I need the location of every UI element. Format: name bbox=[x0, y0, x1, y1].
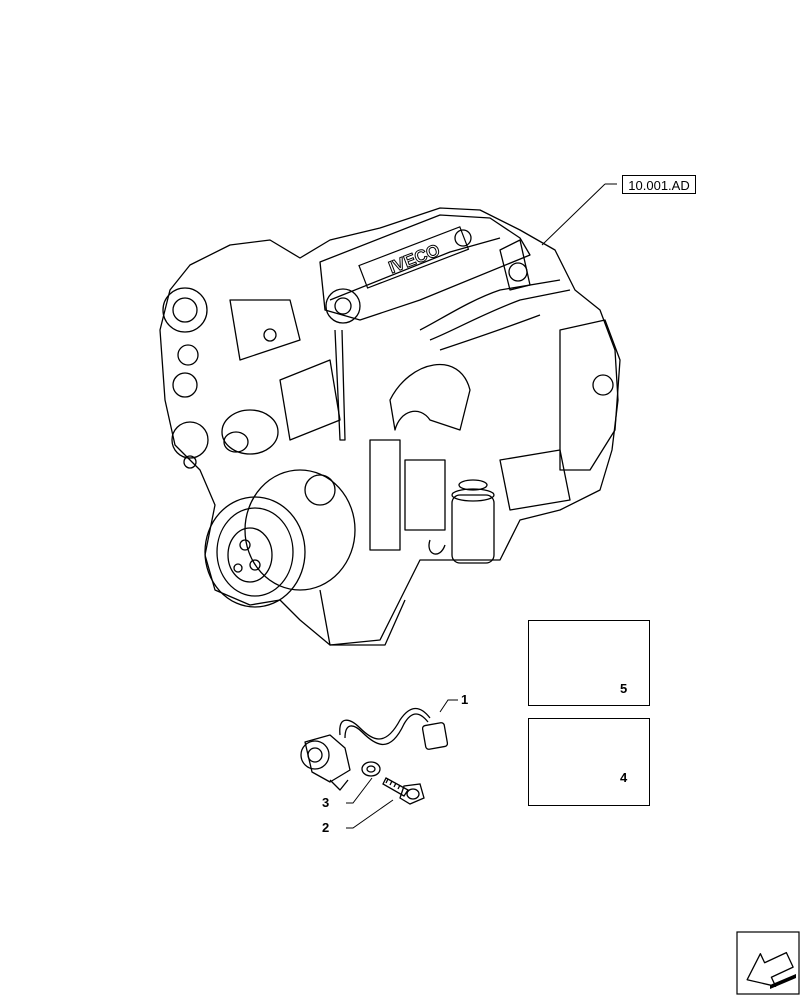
engine-illustration bbox=[159, 207, 621, 646]
inset-clamp-box bbox=[528, 620, 650, 706]
next-page-arrow-icon[interactable] bbox=[736, 931, 800, 996]
callout-label-3: 3 bbox=[322, 795, 330, 810]
callout-label-1: 1 bbox=[461, 692, 469, 707]
speed-sensor-part bbox=[300, 707, 449, 791]
reference-label[interactable]: 10.001.AD bbox=[622, 175, 696, 194]
bolt-part bbox=[382, 777, 425, 805]
callout-label-4: 4 bbox=[620, 770, 628, 785]
callout-label-2: 2 bbox=[322, 820, 330, 835]
engine-logo-text: IVECO bbox=[386, 240, 442, 277]
callout-label-5: 5 bbox=[620, 681, 628, 696]
engine-logo: IVECO bbox=[358, 226, 470, 289]
washer-part bbox=[361, 761, 381, 777]
inset-bolt-box bbox=[528, 718, 650, 806]
reference-leader-diag bbox=[541, 183, 606, 246]
